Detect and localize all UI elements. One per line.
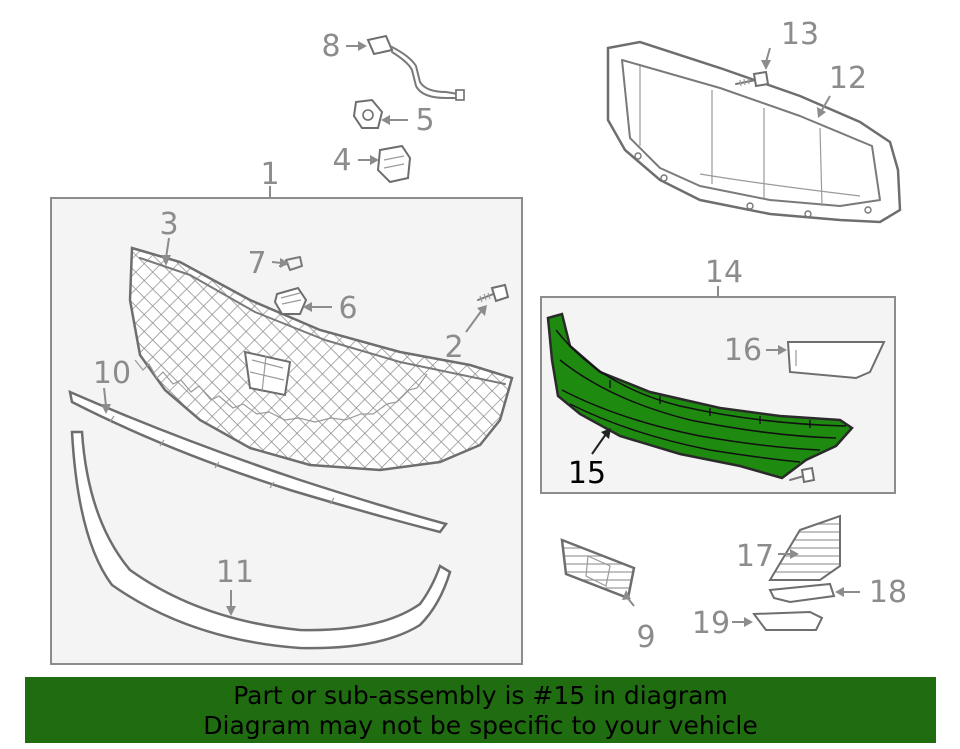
- callout-3: 3: [159, 207, 178, 242]
- grille-mesh-part-3[interactable]: [128, 246, 514, 472]
- callout-arrow-3: [165, 237, 170, 259]
- callout-19: 19: [692, 606, 730, 641]
- bolt-part-2[interactable]: [477, 283, 510, 303]
- callout-15: 15: [568, 456, 606, 491]
- cover-part-16[interactable]: [786, 341, 886, 380]
- sensor-bracket-part-5[interactable]: [352, 98, 384, 129]
- callout-17: 17: [736, 539, 774, 574]
- surround-part-11[interactable]: [70, 430, 452, 650]
- callout-11: 11: [216, 555, 254, 590]
- callout-10: 10: [93, 356, 131, 391]
- lower-trim-part-19[interactable]: [752, 610, 824, 631]
- bezel-part-17[interactable]: [768, 514, 841, 581]
- callout-6: 6: [338, 291, 357, 326]
- callout-arrow-15: [591, 433, 607, 455]
- lower-grille-part-15[interactable]: [546, 312, 854, 480]
- callout-14: 14: [705, 255, 743, 290]
- callout-16: 16: [724, 333, 762, 368]
- callout-7: 7: [247, 246, 266, 281]
- callout-9: 9: [636, 620, 655, 655]
- callout-18: 18: [869, 575, 907, 610]
- trim-part-18[interactable]: [768, 582, 836, 604]
- callout-5: 5: [415, 103, 434, 138]
- trim-strip-part-10[interactable]: [68, 389, 449, 534]
- sensor-harness-part-8[interactable]: [366, 34, 465, 101]
- emblem-part-9[interactable]: [560, 538, 636, 600]
- banner-line-2: Diagram may not be specific to your vehi…: [203, 711, 758, 740]
- sensor-part-4[interactable]: [376, 144, 412, 184]
- info-banner: Part or sub-assembly is #15 in diagram D…: [25, 677, 936, 743]
- callout-1: 1: [260, 157, 279, 192]
- callout-4: 4: [332, 143, 351, 178]
- callout-8: 8: [321, 29, 340, 64]
- retainer-part-6[interactable]: [273, 286, 308, 315]
- bolt-part-13[interactable]: [735, 70, 770, 88]
- parts-diagram: 1 2 3 4 5 6 7 8 9 10 11 12 13 14 15 16 1…: [50, 17, 907, 665]
- callout-12: 12: [829, 61, 867, 96]
- banner-line-1: Part or sub-assembly is #15 in diagram: [233, 681, 728, 710]
- callout-13: 13: [781, 17, 819, 52]
- bolt-near-part-15: [789, 466, 816, 484]
- callout-2: 2: [444, 330, 463, 365]
